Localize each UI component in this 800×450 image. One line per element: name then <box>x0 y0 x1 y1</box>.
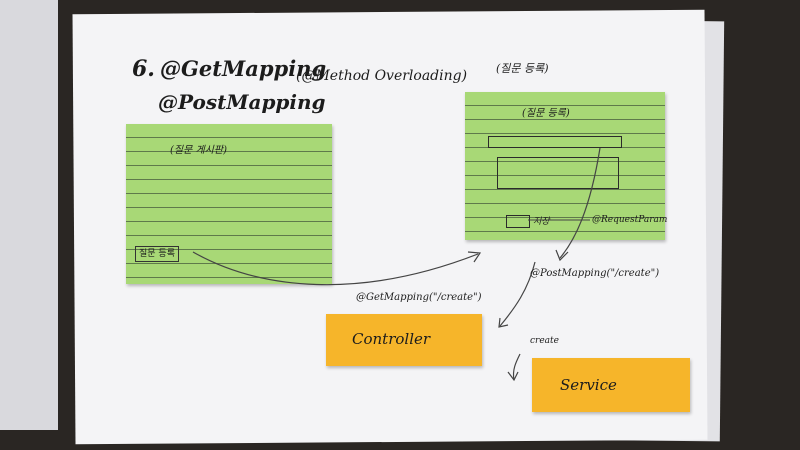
title-method-overloading: (@Method Overloading) <box>296 68 468 84</box>
sticky-note-question-board <box>126 124 332 284</box>
arrowhead-controller <box>498 317 509 328</box>
arrowhead-get-create <box>467 251 482 263</box>
save-button-label: 저장 <box>533 217 550 227</box>
paper-left-edge <box>0 0 58 430</box>
content-textarea[interactable] <box>497 157 619 189</box>
arrowhead-post-create <box>555 249 569 262</box>
service-arrow-label: create <box>530 336 559 346</box>
post-create-label: @PostMapping("/create") <box>530 268 660 279</box>
get-create-label: @GetMapping("/create") <box>356 292 482 303</box>
arrowhead-service <box>507 371 519 382</box>
right-note-header: (질문 등록) <box>496 62 549 75</box>
controller-label: Controller <box>352 330 431 348</box>
subject-input[interactable] <box>488 136 622 148</box>
title-number: 6. <box>132 56 155 82</box>
arrow-post-create <box>559 147 601 259</box>
arrow-get-create <box>192 251 479 286</box>
save-button[interactable] <box>506 215 530 228</box>
controller-note <box>326 314 482 366</box>
sticky-note-question-form <box>465 92 665 240</box>
arrow-to-service <box>512 353 521 381</box>
arrow-to-controller <box>499 261 536 327</box>
register-question-button[interactable]: 질문 등록 <box>135 246 179 262</box>
service-note <box>532 358 690 412</box>
title-getmapping: @GetMapping <box>160 56 327 81</box>
service-label: Service <box>560 376 617 394</box>
note-caption-question-board: (질문 게시판) <box>170 145 227 156</box>
requestparam-label: @RequestParam <box>592 215 668 225</box>
right-note-caption: (질문 등록) <box>522 108 570 119</box>
title-postmapping: @PostMapping <box>158 90 326 114</box>
